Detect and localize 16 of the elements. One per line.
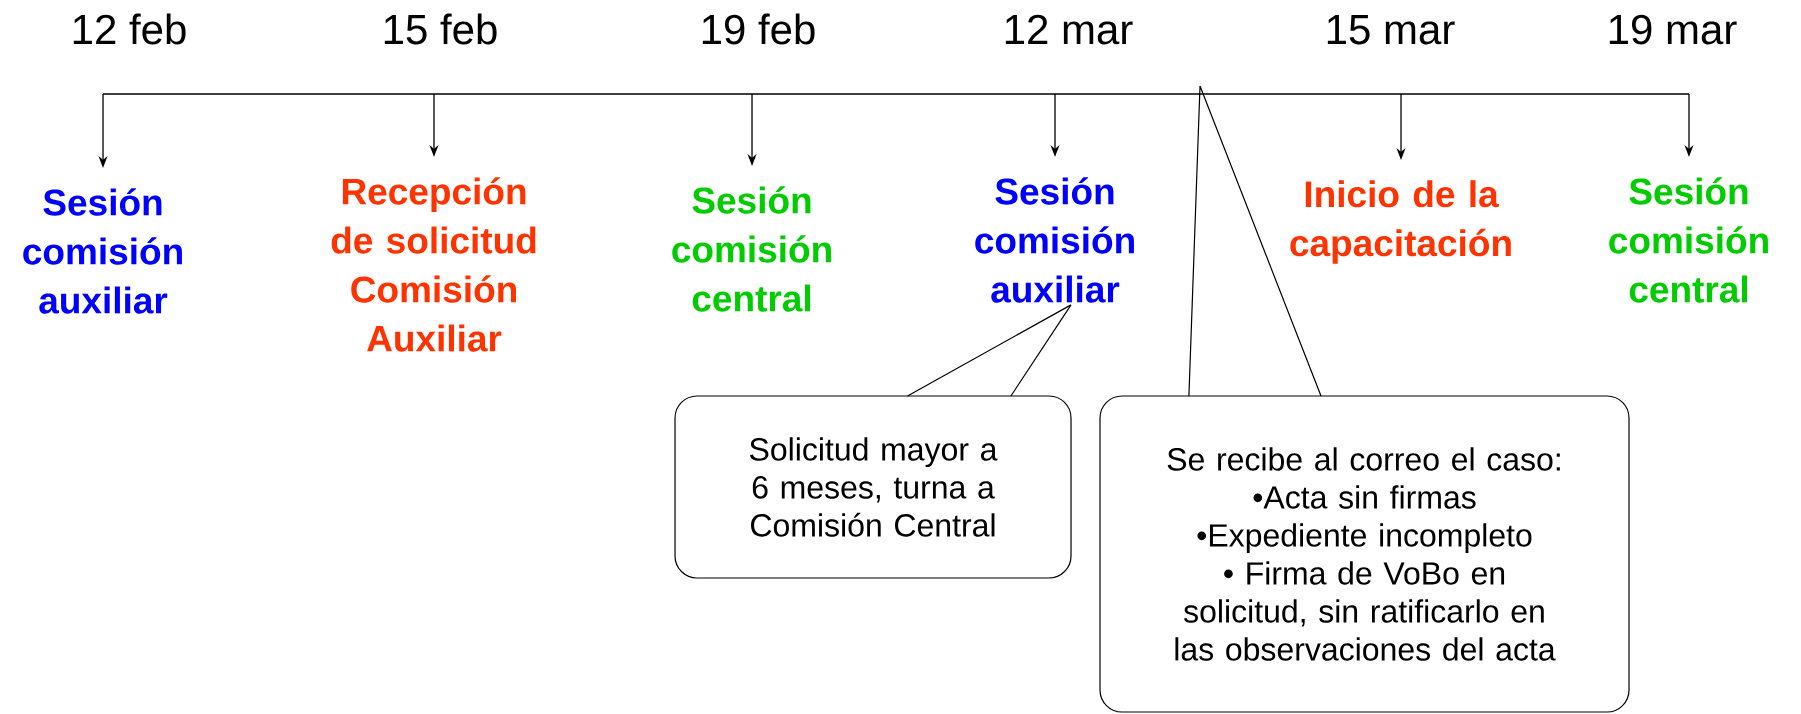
event-label: Sesión comisión auxiliar — [23, 188, 182, 314]
callout-box: Se recibe al correo el caso: •Acta sin firmas •Expediente incompleto • Firma de VoBo en solicitud, sin ratificarlo en las observaciones del acta — [1099, 395, 1630, 713]
callout-pointer — [906, 304, 1072, 397]
event-label: Sesión comisión auxiliar — [975, 177, 1134, 303]
date-label: 19 feb — [702, 13, 815, 45]
event-label: Sesión comisión central — [1609, 177, 1768, 303]
callout-pointer — [1188, 85, 1322, 397]
event-label: Inicio de la capacitación — [1290, 180, 1511, 264]
event-label: Recepción de solicitud Comisión Auxiliar — [331, 177, 536, 352]
event-label: Sesión comisión central — [672, 186, 831, 312]
date-label: 15 feb — [384, 13, 497, 45]
date-label: 15 mar — [1327, 15, 1455, 45]
callout-box: Solicitud mayor a 6 meses, turna a Comisión Central — [674, 395, 1072, 579]
date-label: 12 feb — [73, 13, 186, 45]
date-label: 19 mar — [1609, 14, 1737, 45]
date-label: 12 mar — [1005, 14, 1133, 45]
